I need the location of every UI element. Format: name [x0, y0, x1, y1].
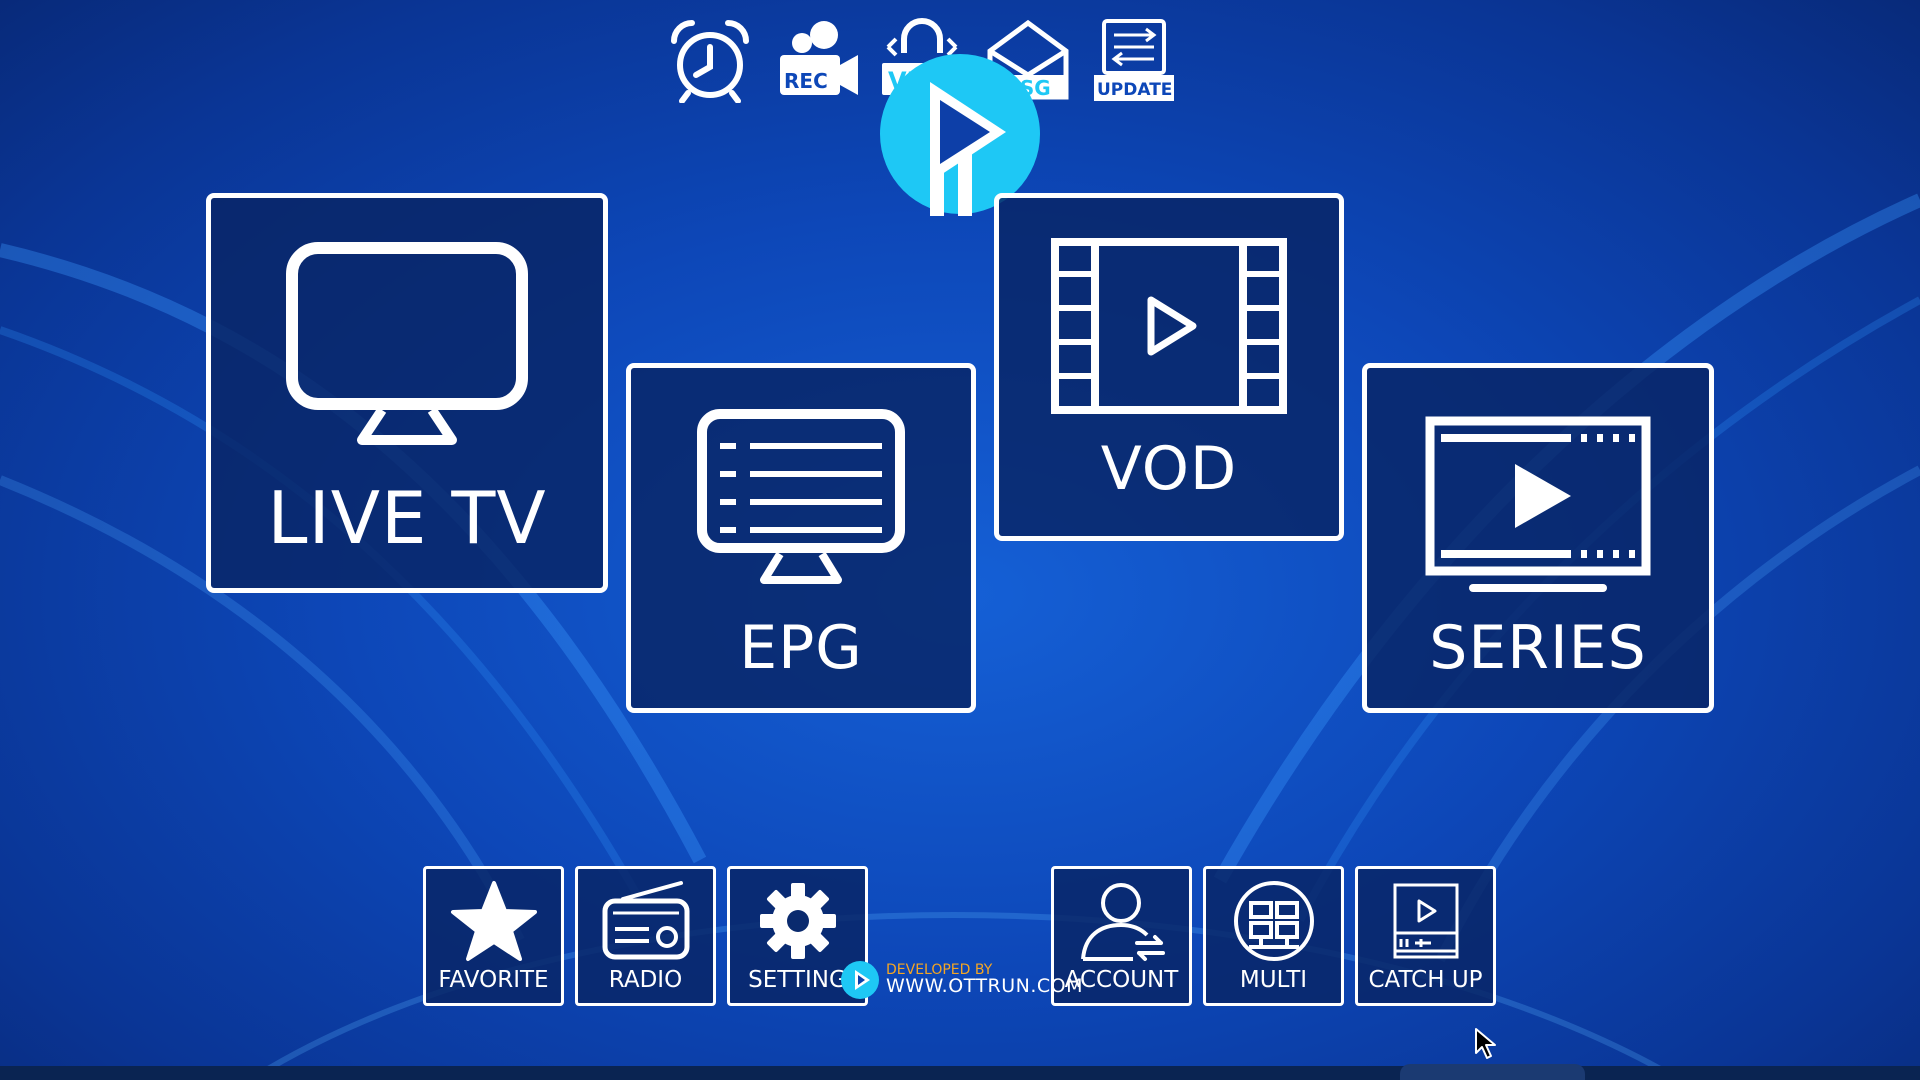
tv-icon: [286, 242, 528, 445]
bottom-handle: [1400, 1064, 1585, 1080]
developer-website-text: WWW.OTTRUN.COM: [886, 975, 1084, 998]
epg-tile[interactable]: EPG: [626, 363, 976, 713]
multi-tile[interactable]: MULTI: [1203, 866, 1344, 1006]
record-button[interactable]: REC: [770, 16, 862, 104]
record-icon: REC: [780, 21, 858, 95]
developed-by-text: DEVELOPED BY: [886, 961, 993, 978]
app-logo: [880, 54, 1040, 216]
series-tile[interactable]: SERIES: [1362, 363, 1714, 713]
update-button[interactable]: UPDATE: [1088, 16, 1180, 104]
vod-label: VOD: [1100, 434, 1238, 504]
account-tile[interactable]: ACCOUNT: [1051, 866, 1192, 1006]
vod-tile[interactable]: VOD: [994, 193, 1344, 541]
ottrun-logo-icon: [841, 961, 879, 999]
update-icon: UPDATE: [1094, 19, 1174, 101]
radio-icon: [602, 881, 689, 960]
multi-label: MULTI: [1239, 967, 1308, 993]
film-strip-icon: [1051, 238, 1287, 414]
gear-icon: [759, 883, 836, 959]
favorite-tile[interactable]: FAVORITE: [423, 866, 564, 1006]
setting-label: SETTING: [748, 967, 847, 993]
developer-credit: DEVELOPED BY WWW.OTTRUN.COM: [840, 958, 1083, 1002]
live-tv-tile[interactable]: LIVE TV: [206, 193, 608, 593]
alarm-clock-icon: [671, 20, 749, 103]
user-account-icon: [1080, 883, 1165, 961]
mouse-cursor-icon: [1475, 1028, 1496, 1059]
radio-label: RADIO: [608, 967, 683, 993]
catch-up-icon: [1393, 883, 1458, 959]
setting-tile[interactable]: SETTING: [727, 866, 868, 1006]
series-player-icon: [1425, 416, 1651, 592]
update-icon-label: UPDATE: [1097, 80, 1172, 100]
account-label: ACCOUNT: [1064, 967, 1179, 993]
favorite-label: FAVORITE: [438, 967, 549, 993]
star-icon: [450, 881, 537, 961]
series-label: SERIES: [1429, 613, 1647, 683]
bottom-bar: [0, 1066, 1920, 1080]
multi-screen-icon: [1233, 881, 1314, 961]
alarm-button[interactable]: [664, 16, 756, 104]
epg-label: EPG: [739, 613, 863, 683]
radio-tile[interactable]: RADIO: [575, 866, 716, 1006]
catch-up-label: CATCH UP: [1368, 967, 1483, 993]
record-icon-label: REC: [784, 69, 828, 93]
catch-up-tile[interactable]: CATCH UP: [1355, 866, 1496, 1006]
epg-monitor-icon: [697, 409, 905, 584]
live-tv-label: LIVE TV: [267, 476, 547, 560]
